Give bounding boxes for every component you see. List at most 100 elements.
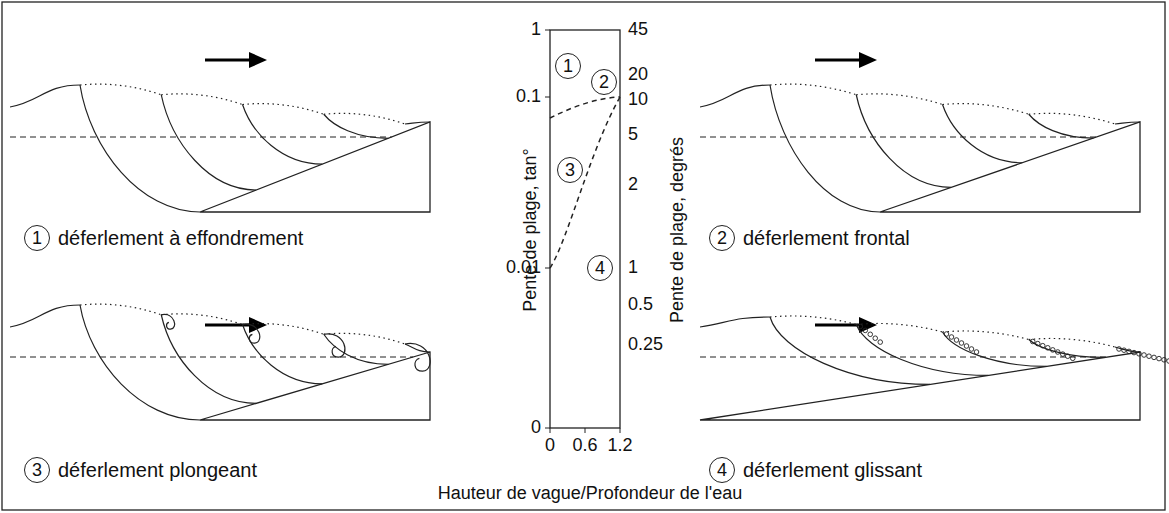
axis-tick-label: 1 xyxy=(531,20,541,40)
tick xyxy=(550,428,551,433)
foam xyxy=(1030,339,1035,344)
foam xyxy=(1127,349,1132,354)
wave-profile xyxy=(856,325,988,376)
callout-number: 4 xyxy=(587,255,613,281)
axis-title: Hauteur de vague/Profondeur de l'eau xyxy=(438,484,743,504)
wave-curl xyxy=(243,324,260,343)
region-number: 4 xyxy=(587,255,613,281)
water-level xyxy=(10,137,392,138)
crest-trace xyxy=(943,331,1029,340)
foam xyxy=(1117,347,1122,352)
foam xyxy=(959,341,964,346)
foam xyxy=(1045,346,1050,351)
foam xyxy=(878,340,883,345)
breaker-name: déferlement glissant xyxy=(743,459,922,481)
wave-profile xyxy=(1115,122,1140,124)
wave-profiles xyxy=(10,52,1169,420)
region-number: 2 xyxy=(591,69,617,95)
crest-trace xyxy=(243,104,324,115)
wave-profile xyxy=(1029,114,1094,138)
beach-slope xyxy=(700,352,1140,420)
tick xyxy=(620,428,621,433)
tick xyxy=(545,97,550,98)
boundary-curve xyxy=(550,97,620,268)
callout-number: 4 xyxy=(709,457,735,483)
region-number: 1 xyxy=(555,53,581,79)
callout-number: 1 xyxy=(24,225,50,251)
breaker-caption: 2 déferlement frontal xyxy=(709,225,910,251)
crest-trace xyxy=(770,84,856,95)
crest-trace xyxy=(856,323,942,332)
breaker-name: déferlement à effondrement xyxy=(58,227,303,249)
breaker-name: déferlement plongeant xyxy=(58,459,257,481)
wave-profile xyxy=(80,85,200,212)
wave-profile xyxy=(324,334,389,364)
axis-title: Pente de plage, degrés xyxy=(668,137,688,323)
axis-tick-label: 0 xyxy=(545,436,555,456)
foam xyxy=(1167,359,1169,364)
crest-trace xyxy=(324,333,405,344)
water-level xyxy=(700,357,1108,358)
foam xyxy=(1070,356,1075,361)
foam xyxy=(1162,358,1167,363)
beach-slope xyxy=(200,122,430,212)
tick xyxy=(545,428,550,429)
tick xyxy=(545,268,550,269)
foam xyxy=(868,332,873,337)
foam xyxy=(1157,356,1162,361)
region-number: 3 xyxy=(557,157,583,183)
foam xyxy=(954,338,959,343)
wave-profile xyxy=(324,114,389,138)
axis-tick-label: 0.25 xyxy=(628,335,663,355)
foam xyxy=(1122,348,1127,353)
wave-profile xyxy=(405,122,430,124)
wave-profile xyxy=(80,305,200,420)
axis-tick-label: 20 xyxy=(628,65,648,85)
callout-number: 3 xyxy=(24,457,50,483)
foam xyxy=(1147,354,1152,359)
wave-profile xyxy=(943,105,1023,163)
wave-profile xyxy=(243,105,323,165)
direction-arrow xyxy=(815,59,863,62)
wave-profile xyxy=(243,325,323,384)
direction-arrow xyxy=(205,59,253,62)
wave-profile xyxy=(161,315,256,404)
wave-curl xyxy=(324,334,345,357)
breaker-name: déferlement frontal xyxy=(743,227,910,249)
foam xyxy=(1060,352,1065,357)
foam xyxy=(1137,352,1142,357)
tick xyxy=(545,30,550,31)
foam xyxy=(1065,354,1070,359)
crest-trace xyxy=(856,94,942,105)
wave-profile xyxy=(770,317,930,384)
wave-panel xyxy=(10,52,430,212)
breaker-caption: 4 déferlement glissant xyxy=(709,457,922,483)
foam xyxy=(873,336,878,341)
wave-panel xyxy=(700,316,1169,420)
axis-tick-label: 5 xyxy=(628,125,638,145)
breaker-caption: 1 déferlement à effondrement xyxy=(24,225,303,251)
wave-profile xyxy=(1029,340,1105,358)
axis-tick-label: 0.5 xyxy=(628,295,653,315)
callout-number: 3 xyxy=(557,157,583,183)
callout-number: 1 xyxy=(555,53,581,79)
axis-tick-label: 1.2 xyxy=(607,436,632,456)
tick xyxy=(585,428,586,433)
foam xyxy=(1035,341,1040,346)
wave-profile xyxy=(856,95,951,188)
axis-tick-label: 1 xyxy=(628,258,638,278)
water-level xyxy=(700,137,1097,138)
crest-trace xyxy=(770,316,856,325)
axis-tick-label: 10 xyxy=(628,90,648,110)
foam xyxy=(969,347,974,352)
foam xyxy=(1050,348,1055,353)
wave-profile xyxy=(770,85,880,212)
boundary-curve xyxy=(550,97,620,118)
foam xyxy=(1132,350,1137,355)
foam xyxy=(944,332,949,337)
wave-curl xyxy=(405,343,430,371)
callout-number: 2 xyxy=(709,225,735,251)
wave-profile xyxy=(10,305,80,327)
crest-trace xyxy=(324,113,405,124)
